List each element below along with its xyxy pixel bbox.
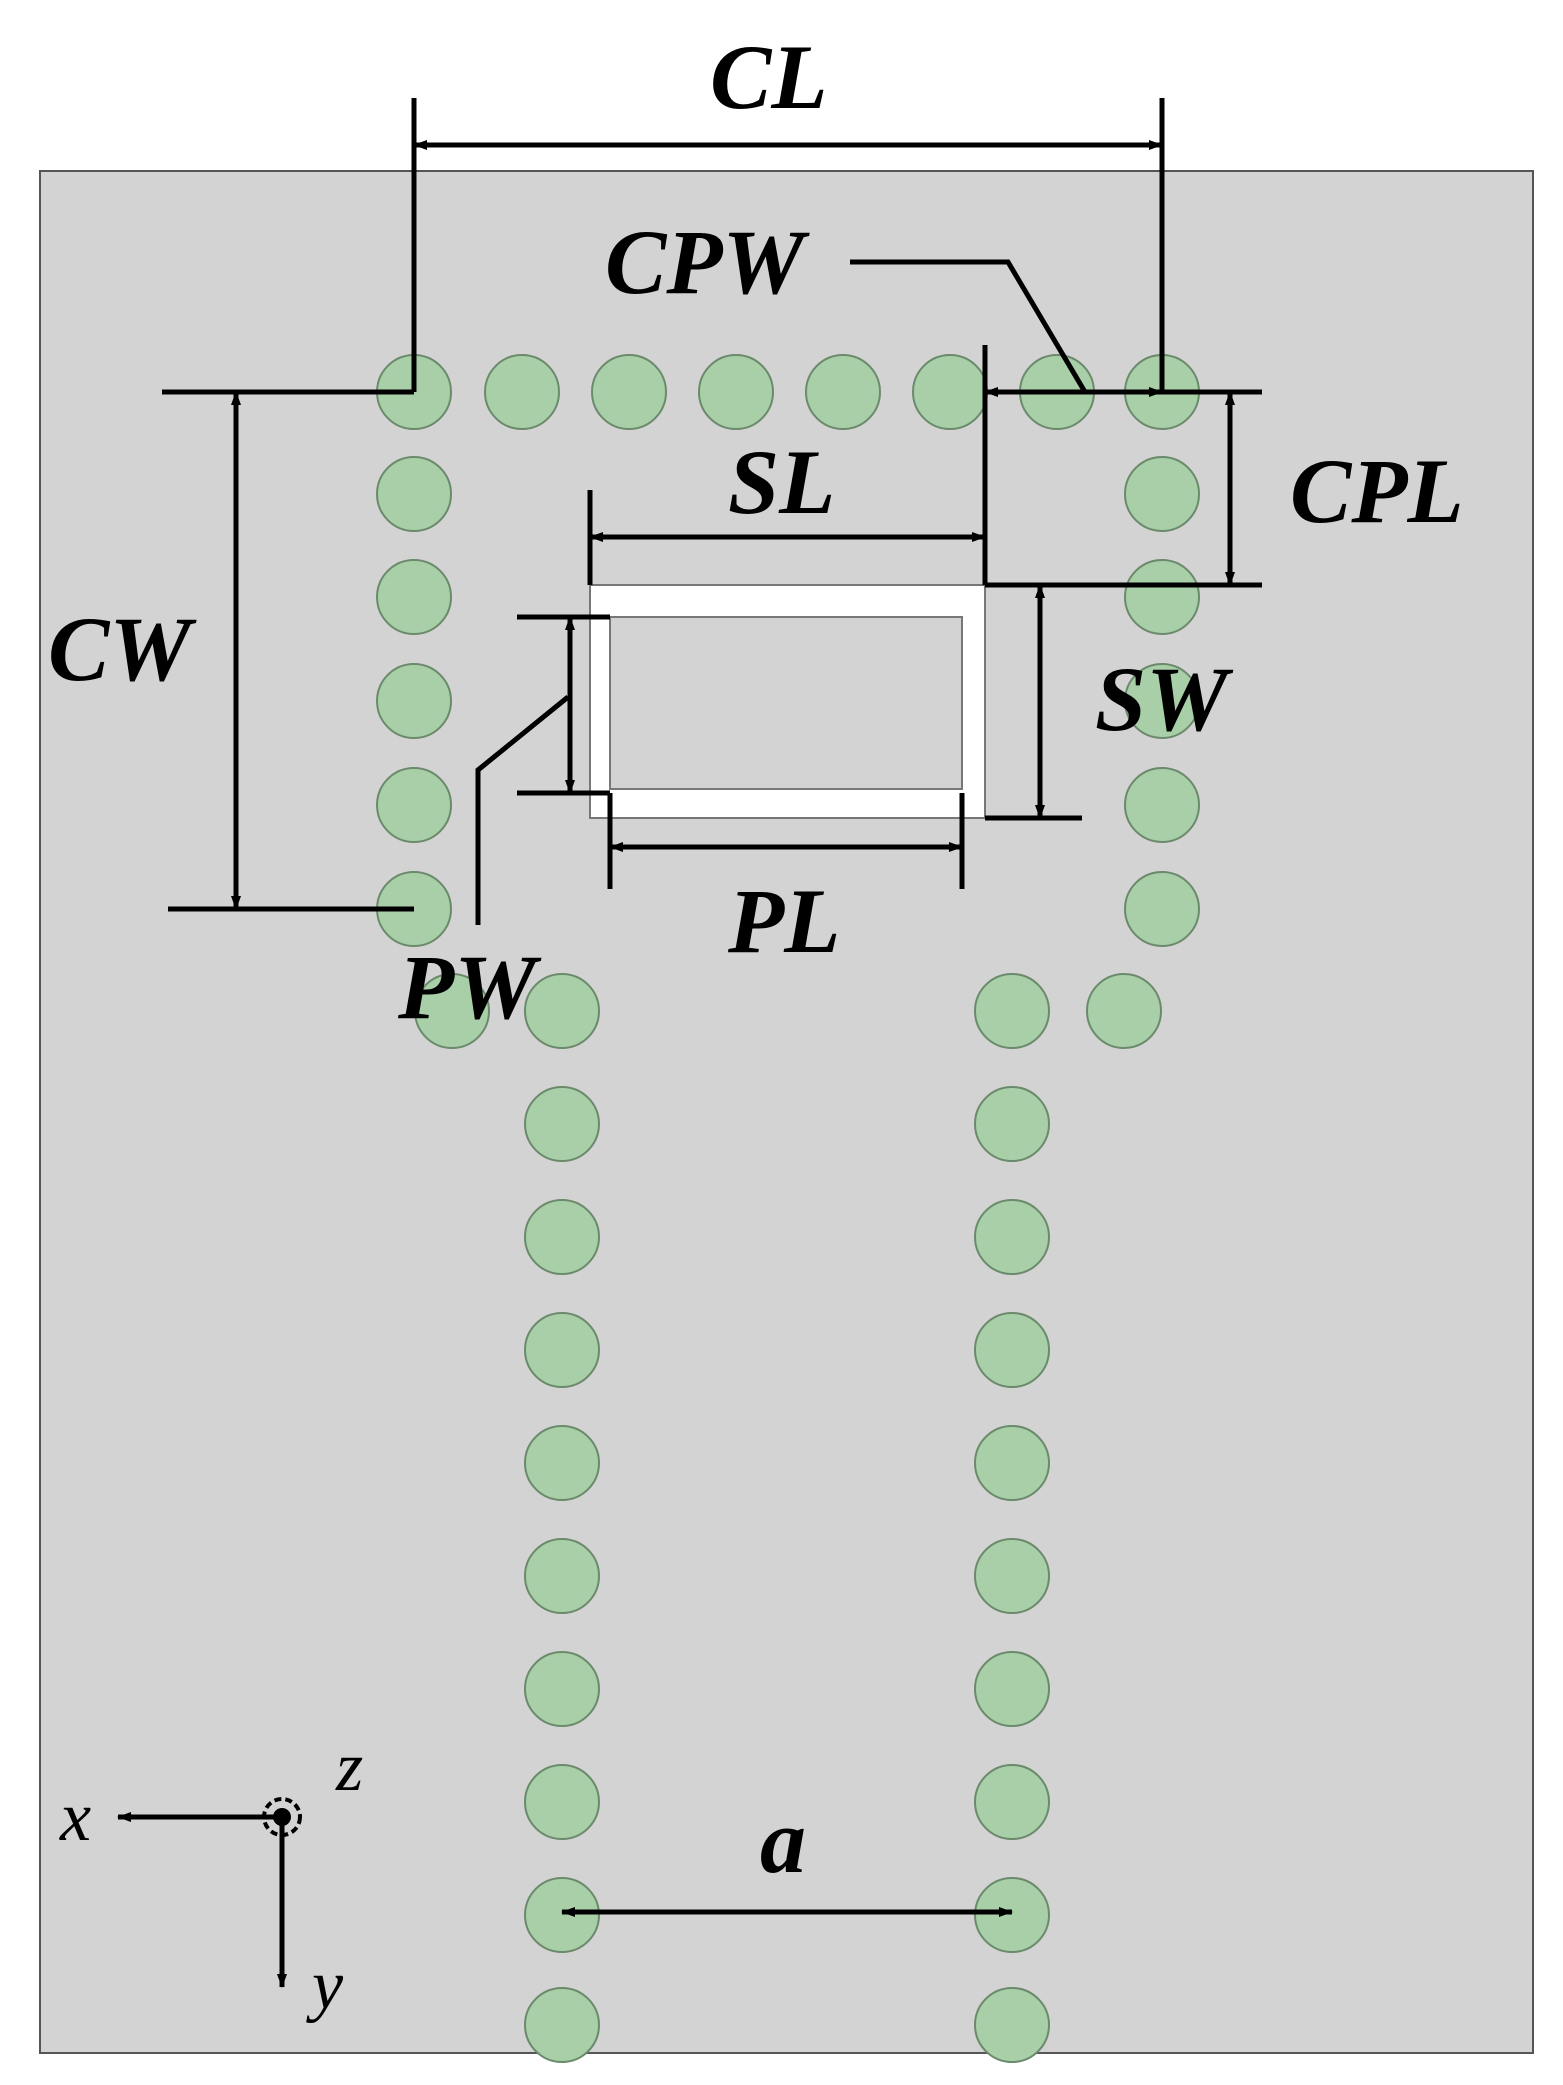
via-hole	[1086, 973, 1162, 1049]
via-hole	[974, 1538, 1050, 1614]
coordinate-axes	[117, 1797, 302, 1988]
a-label: a	[760, 1790, 806, 1892]
cw-label: CW	[48, 598, 197, 700]
via-hole	[524, 1764, 600, 1840]
via-hole	[524, 1086, 600, 1162]
via-hole	[974, 973, 1050, 1049]
cpw-dimension	[850, 259, 1163, 585]
via-hole	[524, 1877, 600, 1953]
via-hole	[1124, 663, 1200, 739]
via-hole	[974, 1764, 1050, 1840]
cpw-label: CPW	[605, 211, 811, 313]
via-array	[376, 354, 1200, 2063]
via-hole	[376, 559, 452, 635]
via-hole	[1124, 767, 1200, 843]
sl-label: SL	[728, 431, 835, 533]
via-hole	[974, 1651, 1050, 1727]
slot-outline	[589, 584, 986, 819]
cl-label: CL	[710, 26, 828, 128]
via-hole	[974, 1877, 1050, 1953]
via-hole	[974, 1312, 1050, 1388]
substrate-board	[39, 170, 1534, 2054]
via-hole	[974, 1425, 1050, 1501]
via-hole	[805, 354, 881, 430]
via-hole	[591, 354, 667, 430]
slot-inner	[609, 616, 963, 790]
sw-label: SW	[1095, 648, 1234, 750]
via-hole	[974, 1086, 1050, 1162]
via-hole	[974, 1987, 1050, 2063]
via-hole	[524, 973, 600, 1049]
via-hole	[524, 1651, 600, 1727]
via-hole	[414, 973, 490, 1049]
via-hole	[524, 1538, 600, 1614]
via-hole	[1124, 871, 1200, 947]
x-axis-label: x	[59, 1779, 91, 1856]
cpl-label: CPL	[1290, 440, 1464, 542]
z-axis-outer-icon	[262, 1797, 302, 1837]
z-axis-dot-icon	[273, 1808, 291, 1826]
cpl-dimension	[985, 389, 1262, 588]
cw-dimension	[162, 389, 414, 912]
via-hole	[524, 1199, 600, 1275]
pw-label: PW	[397, 936, 542, 1038]
via-hole	[524, 1312, 600, 1388]
via-hole	[484, 354, 560, 430]
via-hole	[376, 767, 452, 843]
via-hole	[1124, 456, 1200, 532]
via-hole	[912, 354, 988, 430]
via-hole	[974, 1199, 1050, 1275]
sw-dimension	[985, 584, 1082, 821]
via-hole	[1124, 559, 1200, 635]
pw-dimension	[475, 614, 610, 925]
sl-dimension	[587, 490, 986, 585]
via-hole	[524, 1987, 600, 2063]
pl-label: PL	[727, 870, 840, 972]
via-hole	[524, 1425, 600, 1501]
z-axis-label: z	[335, 1729, 363, 1806]
y-axis-label: y	[306, 1947, 344, 2024]
via-hole	[376, 456, 452, 532]
pl-dimension	[607, 793, 965, 889]
via-hole	[376, 663, 452, 739]
cl-dimension	[411, 98, 1165, 392]
via-hole	[698, 354, 774, 430]
